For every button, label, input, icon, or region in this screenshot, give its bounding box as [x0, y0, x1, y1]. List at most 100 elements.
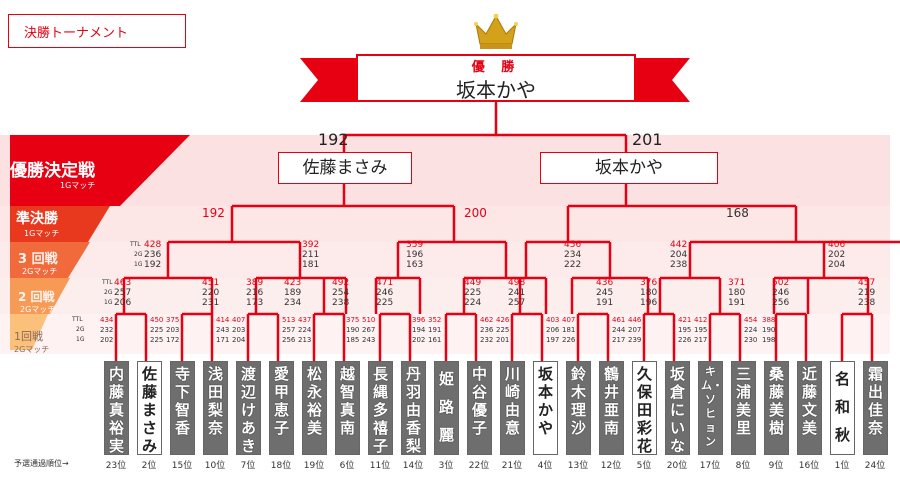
semi-score-2: 200	[464, 206, 487, 220]
round-label-final: 優勝決定戦	[10, 161, 95, 181]
player-name: 佐藤まさみ	[141, 365, 157, 455]
player-name: 坂本かや	[537, 365, 553, 437]
r2-2g-label: 2G	[104, 289, 113, 296]
player-card: 近藤文美	[797, 361, 822, 455]
player-rank: 11位	[369, 461, 391, 471]
finalist-left-box	[278, 152, 412, 184]
player-name: 松永裕美	[306, 365, 322, 437]
player-rank: 6位	[339, 461, 355, 471]
r2-1g-label: 1G	[104, 299, 113, 306]
player-name: 近藤文美	[801, 365, 817, 437]
player-card: 川崎由意	[500, 361, 525, 455]
final-left-score: 192	[318, 130, 349, 149]
champion-ribbon	[300, 58, 690, 102]
player-rank: 4位	[537, 461, 553, 471]
player-card: 佐藤まさみ	[137, 361, 162, 455]
r3-ttl-label: TTL	[130, 241, 141, 248]
semi-score-1: 192	[202, 206, 225, 220]
player-card: 寺下智香	[170, 361, 195, 455]
round-sub-r2: 2Gマッチ	[20, 305, 56, 314]
player-rank: 9位	[768, 461, 784, 471]
player-card: 鈴木理沙	[566, 361, 591, 455]
player-name: 名和秋	[834, 370, 850, 444]
round-label-semi: 準決勝	[16, 211, 58, 227]
player-name: 坂倉にいな	[669, 365, 685, 455]
player-name: 長縄多禧子	[372, 365, 388, 455]
player-rank: 17位	[699, 461, 721, 471]
player-name: 寺下智香	[174, 365, 190, 437]
semi-score-4: 168	[726, 206, 749, 220]
round-label-r1-shape	[10, 314, 48, 350]
r3-1g-label: 1G	[134, 261, 143, 268]
player-name: 浅田梨奈	[207, 365, 223, 437]
player-card: 霜出佳奈	[863, 361, 888, 455]
final-right-score: 201	[632, 130, 663, 149]
finalist-left-name: 佐藤まさみ	[302, 158, 388, 178]
player-card: 松永裕美	[302, 361, 327, 455]
player-name: 鈴木理沙	[570, 365, 586, 437]
player-rank: 10位	[204, 461, 226, 471]
player-card: 渡辺けあき	[236, 361, 261, 455]
champion-box	[356, 54, 636, 102]
round-label-r3: 3 回戦	[18, 252, 58, 267]
player-card: 内藤真裕実	[104, 361, 129, 455]
player-card: 長縄多禧子	[368, 361, 393, 455]
round-label-r3-shape	[10, 242, 90, 278]
crown-icon	[474, 14, 518, 49]
player-rank: 12位	[600, 461, 622, 471]
player-card: 丹羽由香梨	[401, 361, 426, 455]
player-rank: 2位	[141, 461, 157, 471]
player-card: 浅田梨奈	[203, 361, 228, 455]
band-r2	[0, 278, 890, 314]
round-label-final-shape	[10, 135, 190, 206]
player-rank: 1位	[834, 461, 850, 471]
player-name: 越智真南	[339, 365, 355, 437]
player-rank: 5位	[636, 461, 652, 471]
player-card: 三浦美里	[731, 361, 756, 455]
qualify-rank-label: 予選通過順位→	[14, 459, 69, 468]
player-rank: 21位	[501, 461, 523, 471]
player-name: 鶴井亜南	[603, 365, 619, 437]
round-sub-r1: 2Gマッチ	[14, 345, 50, 354]
player-name: 桑藤美樹	[768, 365, 784, 437]
band-semi	[0, 206, 890, 242]
player-name: 川崎由意	[504, 365, 520, 437]
player-name: 渡辺けあき	[240, 365, 256, 455]
player-name: 中谷優子	[471, 365, 487, 437]
player-name: 三浦美里	[735, 365, 751, 437]
player-rank: 3位	[438, 461, 454, 471]
player-rank: 8位	[735, 461, 751, 471]
r2-ttl-label: TTL	[102, 279, 113, 286]
player-name: 久保田彩花	[636, 365, 652, 455]
player-name: 内藤真裕実	[108, 365, 124, 455]
player-card: 姫路麗	[434, 361, 459, 455]
player-card: 坂本かや	[533, 361, 558, 455]
round-label-r2-shape	[10, 278, 70, 314]
player-name: キム・ソヒョン	[701, 365, 723, 448]
title-tab	[8, 14, 186, 48]
champion-name: 坂本かや	[456, 78, 536, 102]
player-name: 愛甲恵子	[273, 365, 289, 437]
